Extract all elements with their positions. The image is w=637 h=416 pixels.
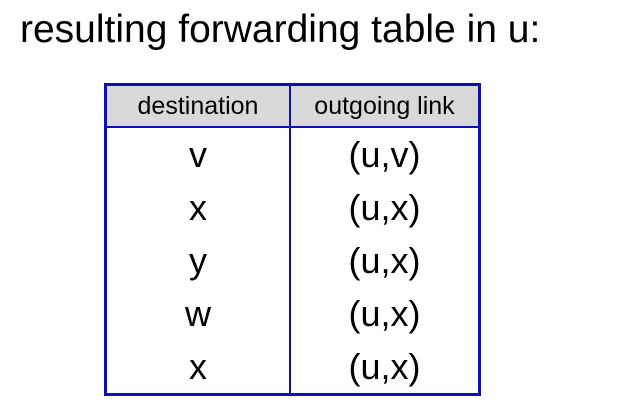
table-row: y (u,x) [107, 234, 478, 287]
destination-cell: v [107, 128, 291, 181]
outgoing-link-cell: (u,x) [348, 345, 421, 387]
outgoing-link-cell: (u,x) [348, 292, 421, 334]
destination-cell: w [107, 287, 291, 340]
outgoing-link-cell: (u,x) [348, 186, 421, 228]
destination-cell: x [107, 181, 291, 234]
column-header-outgoing-link: outgoing link [314, 91, 455, 120]
table-header-row: destination outgoing link [107, 86, 478, 128]
forwarding-table: destination outgoing link v (u,v) x (u,x… [104, 83, 481, 396]
column-header-destination: destination [107, 86, 291, 126]
table-row: w (u,x) [107, 287, 478, 340]
table-row: x (u,x) [107, 340, 478, 393]
table-row: v (u,v) [107, 128, 478, 181]
outgoing-link-cell: (u,v) [348, 133, 421, 175]
outgoing-link-cell: (u,x) [348, 239, 421, 281]
destination-cell: x [107, 340, 291, 393]
table-row: x (u,x) [107, 181, 478, 234]
destination-cell: y [107, 234, 291, 287]
page-title: resulting forwarding table in u: [20, 8, 541, 51]
